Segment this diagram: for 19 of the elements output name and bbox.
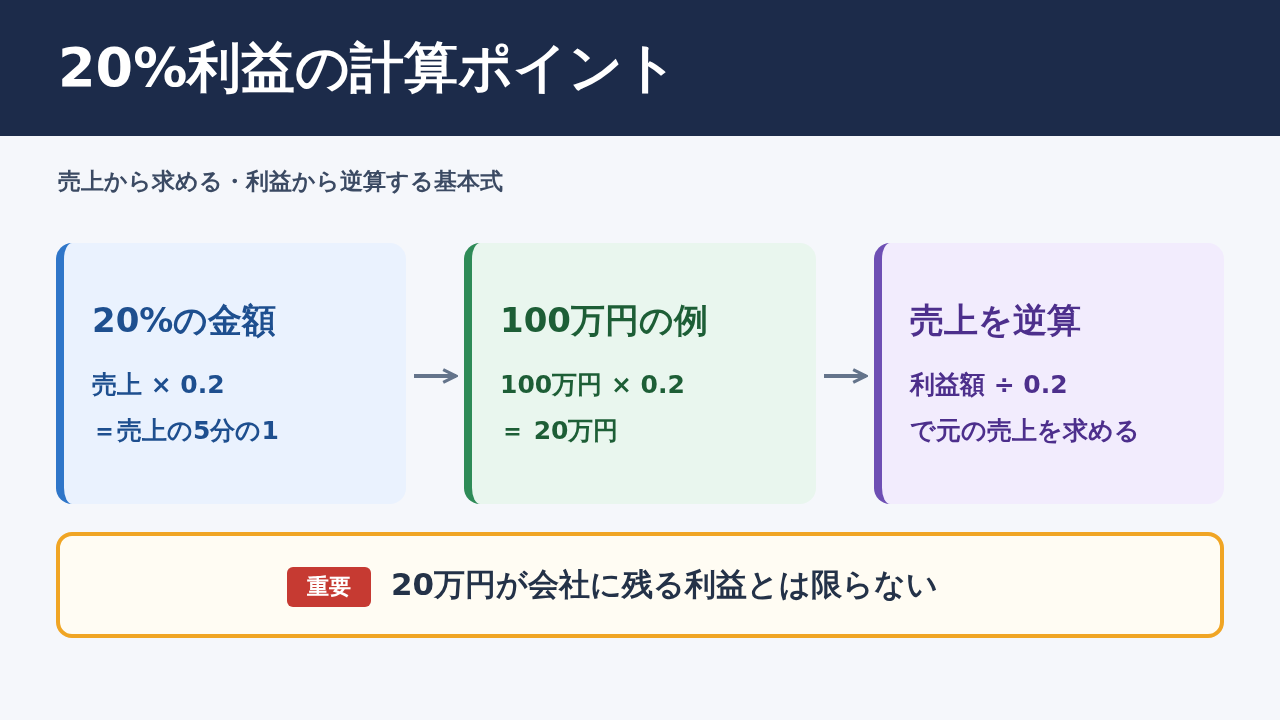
arrow xyxy=(414,368,458,384)
title: 20%利益の計算ポイント xyxy=(58,34,679,101)
step-card xyxy=(56,243,406,504)
formula-text: 売上 × 0.2 xyxy=(92,369,225,401)
step-card xyxy=(874,243,1224,504)
card-heading: 売上を逆算 xyxy=(910,299,1081,342)
formula-text: 利益額 ÷ 0.2 xyxy=(910,369,1068,401)
step-card xyxy=(464,243,816,504)
badge: 重要 xyxy=(287,567,371,607)
formula-text: ＝ 20万円 xyxy=(500,415,619,447)
formula-text: ＝売上の5分の1 xyxy=(92,415,279,447)
card-heading: 100万円の例 xyxy=(500,299,708,342)
note-box xyxy=(56,532,1224,638)
formula-text: 100万円 × 0.2 xyxy=(500,369,685,401)
note-text: 20万円が会社に残る利益とは限らない xyxy=(391,565,939,604)
arrow xyxy=(824,368,868,384)
subtitle: 売上から求める・利益から逆算する基本式 xyxy=(58,167,503,196)
formula-text: で元の売上を求める xyxy=(910,415,1140,447)
card-heading: 20%の金額 xyxy=(92,299,277,342)
